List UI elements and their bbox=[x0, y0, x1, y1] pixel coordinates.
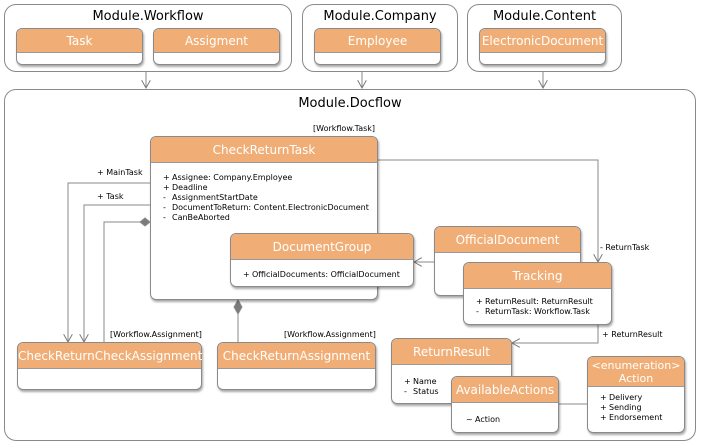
class-document-group[interactable]: DocumentGroup +OfficialDocuments: Offici… bbox=[230, 233, 414, 287]
tracking-members: +ReturnResult: ReturnResult -ReturnTask:… bbox=[464, 289, 611, 317]
class-official-document-name: OfficialDocument bbox=[435, 227, 580, 253]
class-document-group-name: DocumentGroup bbox=[231, 234, 413, 260]
member-row: -ReturnTask: Workflow.Task bbox=[476, 307, 590, 316]
class-employee-name: Employee bbox=[315, 29, 440, 53]
member-row: +Name bbox=[404, 377, 437, 386]
class-tracking-name: Tracking bbox=[464, 263, 611, 289]
class-action-enumeration[interactable]: <enumeration> Action +Delivery +Sending … bbox=[587, 356, 685, 433]
member-row: +ReturnResult: ReturnResult bbox=[476, 297, 593, 306]
composition-diamond-left bbox=[139, 217, 151, 227]
class-check-return-assignment-name: CheckReturnAssignment bbox=[218, 343, 375, 369]
member-row: +Assignee: Company.Employee bbox=[163, 173, 293, 182]
class-check-return-task-name: CheckReturnTask bbox=[151, 137, 377, 163]
module-workflow-title: Module.Workflow bbox=[92, 9, 204, 24]
main-task-role: + MainTask bbox=[97, 168, 143, 177]
module-workflow: Module.Workflow Task Assigment bbox=[4, 4, 292, 72]
return-result-members: +Name -Status bbox=[392, 365, 511, 397]
member-row: +OfficialDocuments: OfficialDocument bbox=[243, 270, 400, 279]
return-result-role: + ReturnResult bbox=[602, 330, 663, 339]
class-tracking[interactable]: Tracking +ReturnResult: ReturnResult -Re… bbox=[463, 262, 612, 325]
check-return-check-assignment-stereotype: [Workflow.Assignment] bbox=[110, 330, 202, 339]
action-stereotype: <enumeration> bbox=[591, 359, 681, 372]
class-task[interactable]: Task bbox=[16, 28, 143, 65]
task-association bbox=[84, 204, 150, 342]
class-electronic-document-name: ElectronicDocument bbox=[480, 29, 605, 53]
member-row: ~Action bbox=[466, 415, 501, 424]
class-return-result-name: ReturnResult bbox=[392, 339, 511, 365]
main-task-association bbox=[68, 182, 150, 342]
class-assigment[interactable]: Assigment bbox=[153, 28, 280, 65]
check-return-assignment-stereotype: [Workflow.Assignment] bbox=[284, 330, 376, 339]
module-docflow: Module.Docflow bbox=[4, 89, 696, 441]
class-available-actions-name: AvailableActions bbox=[452, 377, 558, 403]
action-name: Action bbox=[618, 372, 654, 385]
composition-check-assignment bbox=[103, 221, 145, 342]
class-action-header: <enumeration> Action bbox=[588, 357, 684, 387]
module-content: Module.Content ElectronicDocument bbox=[467, 4, 622, 72]
module-content-title: Module.Content bbox=[492, 9, 597, 24]
member-row: -DocumentToReturn: Content.ElectronicDoc… bbox=[163, 203, 369, 212]
class-assigment-name: Assigment bbox=[154, 29, 279, 53]
member-row: -CanBeAborted bbox=[163, 213, 230, 222]
class-employee[interactable]: Employee bbox=[314, 28, 441, 65]
action-members: +Delivery +Sending +Endorsement bbox=[588, 387, 684, 423]
class-electronic-document[interactable]: ElectronicDocument bbox=[479, 28, 606, 65]
class-check-return-check-assignment[interactable]: CheckReturnCheckAssignment bbox=[17, 342, 202, 390]
member-row: +Delivery bbox=[600, 393, 643, 402]
module-docflow-title: Module.Docflow bbox=[298, 96, 402, 111]
available-actions-members: ~Action bbox=[452, 403, 558, 425]
document-group-members: +OfficialDocuments: OfficialDocument bbox=[231, 260, 413, 280]
return-result-association bbox=[512, 325, 599, 343]
return-task-association bbox=[378, 159, 598, 262]
check-return-task-stereotype: [Workflow.Task] bbox=[313, 124, 376, 133]
class-check-return-check-assignment-name: CheckReturnCheckAssignment bbox=[18, 343, 202, 369]
class-task-name: Task bbox=[17, 29, 142, 53]
member-row: +Deadline bbox=[163, 183, 208, 192]
member-row: +Endorsement bbox=[600, 413, 663, 422]
module-company-title: Module.Company bbox=[323, 9, 437, 24]
check-return-task-members: +Assignee: Company.Employee +Deadline -A… bbox=[151, 163, 377, 223]
module-company: Module.Company Employee bbox=[302, 4, 458, 72]
member-row: -AssignmentStartDate bbox=[163, 193, 258, 202]
return-task-role: - ReturnTask bbox=[600, 243, 650, 252]
composition-diamond-bottom bbox=[233, 298, 243, 316]
task-role: + Task bbox=[97, 192, 124, 201]
member-row: -Status bbox=[404, 387, 439, 396]
member-row: +Sending bbox=[600, 403, 642, 412]
class-check-return-assignment[interactable]: CheckReturnAssignment bbox=[217, 342, 376, 390]
class-available-actions[interactable]: AvailableActions ~Action bbox=[451, 376, 559, 433]
